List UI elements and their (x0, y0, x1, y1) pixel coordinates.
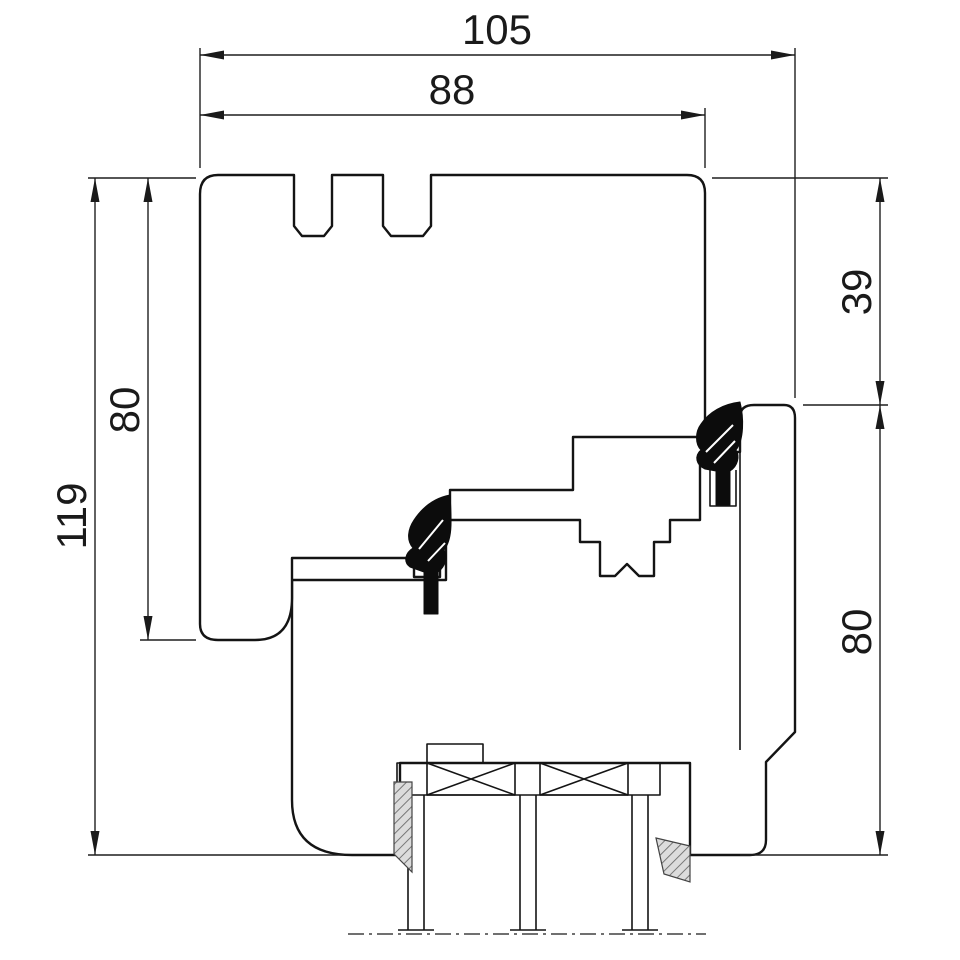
dimension-label: 105 (462, 6, 532, 53)
seal-gasket-right (696, 401, 744, 506)
seal-gasket-center (405, 494, 452, 615)
x-brace-icon (539, 762, 629, 796)
arrow-bottom-icon (90, 831, 100, 855)
dimension-label: 39 (833, 269, 880, 316)
brace-box-left (426, 762, 516, 796)
sill-assembly (348, 743, 706, 935)
arrow-right-icon (771, 50, 795, 60)
extension-line (199, 48, 796, 398)
x-brace-icon (426, 762, 516, 796)
gasket-channel-right (709, 470, 737, 507)
profile-upper-frame (198, 173, 707, 642)
gasket-slit (705, 424, 736, 464)
extension-line (88, 177, 344, 856)
extension-line (712, 177, 888, 406)
arrow-bottom-icon (875, 831, 885, 855)
dimension-height-lower-right: 80 (740, 405, 888, 856)
dimension-height-upper-left: 80 (101, 178, 196, 641)
insulation-bar (396, 762, 661, 796)
hatch-left-seal (393, 781, 413, 874)
hatch-right-seal (655, 837, 691, 883)
dimension-width-total: 105 (199, 6, 796, 398)
arrow-left-icon (200, 110, 224, 120)
dimension-label: 119 (48, 483, 95, 550)
arrow-bottom-icon (143, 616, 153, 640)
dimension-label: 80 (833, 609, 880, 656)
dimension-height-total: 119 (48, 177, 344, 856)
anchor-strip-middle (510, 795, 546, 931)
profile-lower-frame (290, 403, 797, 857)
anchor-strip-right (622, 795, 658, 931)
upper-frame-outline (198, 173, 707, 642)
dimension-label: 80 (101, 387, 148, 434)
gasket-slit (418, 519, 446, 562)
arrow-left-icon (200, 50, 224, 60)
arrow-top-icon (90, 178, 100, 202)
brace-box-right (539, 762, 629, 796)
dimension-width-inner: 88 (200, 66, 706, 168)
arrow-bottom-icon (875, 381, 885, 405)
arrow-top-icon (875, 178, 885, 202)
arrow-top-icon (875, 405, 885, 429)
arrow-right-icon (681, 110, 705, 120)
arrow-top-icon (143, 178, 153, 202)
lower-frame-outline (290, 403, 797, 857)
dimension-label: 88 (429, 66, 476, 113)
dimension-height-upper-right: 39 (712, 177, 888, 406)
